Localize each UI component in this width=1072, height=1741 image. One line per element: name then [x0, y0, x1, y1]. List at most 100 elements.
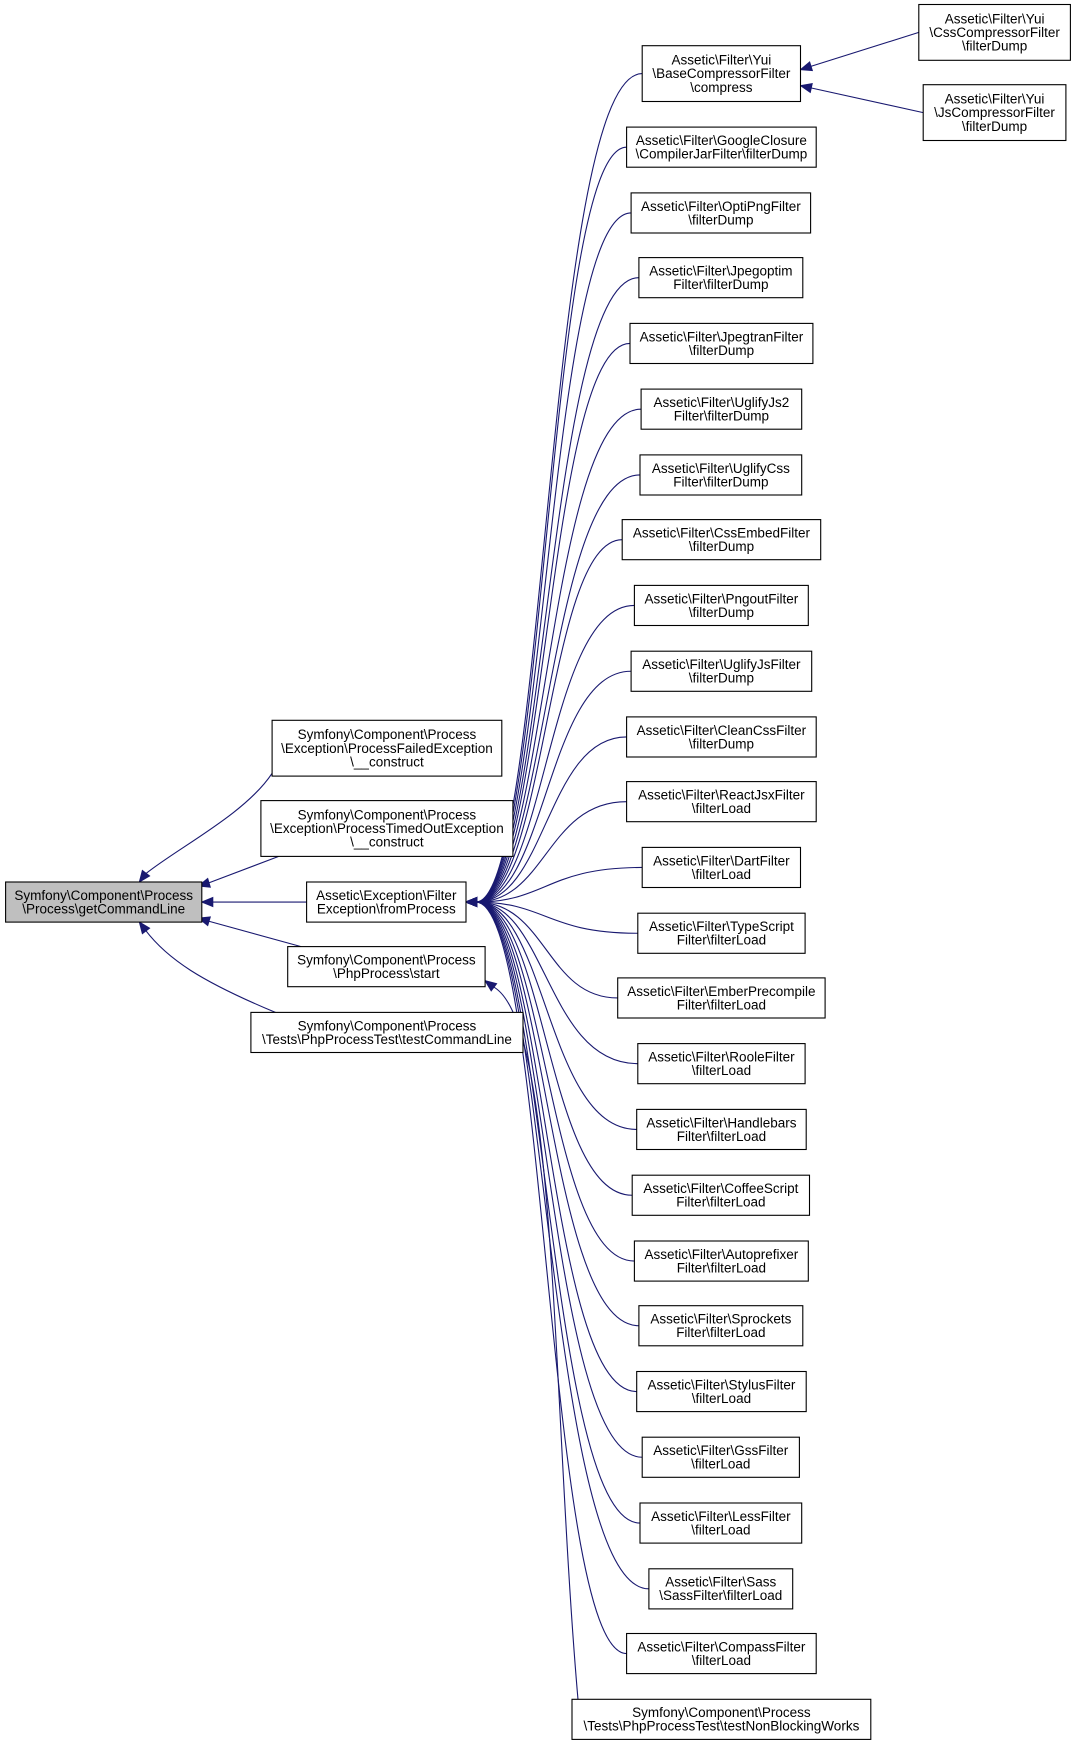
- node-label-line: Filter\filterLoad: [676, 1325, 765, 1340]
- node-opti[interactable]: Assetic\Filter\OptiPngFilter\filterDump: [630, 192, 812, 234]
- node-box: [621, 519, 822, 561]
- node-pfe[interactable]: Symfony\Component\Process\Exception\Proc…: [271, 719, 503, 777]
- node-tcl[interactable]: Symfony\Component\Process\Tests\PhpProce…: [250, 1011, 524, 1054]
- node-label-line: \filterDump: [689, 343, 754, 358]
- node-label-line: Symfony\Component\Process: [14, 888, 193, 903]
- node-gss[interactable]: Assetic\Filter\GssFilter\filterLoad: [641, 1436, 800, 1478]
- node-label-line: \filterDump: [962, 39, 1027, 54]
- node-ycss[interactable]: Assetic\Filter\Yui\CssCompressorFilter\f…: [918, 3, 1071, 61]
- node-root[interactable]: Symfony\Component\Process\Process\getCom…: [5, 881, 203, 923]
- node-label-line: \__construct: [350, 754, 424, 769]
- node-label-line: Assetic\Filter\DartFilter: [653, 853, 790, 868]
- edge-nbw-to-pps: [484, 979, 579, 1700]
- node-label-line: Assetic\Filter\CoffeeScript: [643, 1181, 798, 1196]
- node-label-line: Assetic\Filter\Yui: [945, 92, 1045, 107]
- edge-ycss-to-yui: [799, 31, 919, 72]
- arrowhead: [484, 979, 498, 992]
- node-ts[interactable]: Assetic\Filter\TypeScriptFilter\filterLo…: [637, 912, 806, 954]
- node-sty[interactable]: Assetic\Filter\StylusFilter\filterLoad: [636, 1370, 807, 1413]
- node-dart[interactable]: Assetic\Filter\DartFilter\filterLoad: [641, 846, 802, 889]
- node-label-line: \filterLoad: [692, 1653, 751, 1668]
- node-emb[interactable]: Assetic\Filter\EmberPrecompileFilter\fil…: [617, 977, 826, 1019]
- arrowhead: [138, 869, 151, 884]
- node-less[interactable]: Assetic\Filter\LessFilter\filterLoad: [639, 1502, 803, 1544]
- node-cmp[interactable]: Assetic\Filter\CompassFilter\filterLoad: [626, 1632, 817, 1675]
- node-png[interactable]: Assetic\Filter\PngoutFilter\filterDump: [633, 584, 809, 627]
- node-sass[interactable]: Assetic\Filter\Sass\SassFilter\filterLoa…: [648, 1568, 794, 1610]
- node-label-line: Assetic\Filter\CompassFilter: [637, 1639, 806, 1654]
- node-yjs[interactable]: Assetic\Filter\Yui\JsCompressorFilter\fi…: [922, 84, 1067, 142]
- arrowhead: [200, 896, 214, 908]
- node-label-line: Assetic\Filter\Yui: [671, 53, 771, 68]
- node-ugj[interactable]: Assetic\Filter\UglifyJsFilter\filterDump: [630, 650, 813, 692]
- node-rjx[interactable]: Assetic\Filter\ReactJsxFilter\filterLoad: [626, 781, 817, 823]
- node-ug2[interactable]: Assetic\Filter\UglifyJs2Filter\filterDum…: [640, 388, 803, 430]
- node-label-line: \PhpProcess\start: [333, 966, 440, 981]
- node-label-line: Filter\filterLoad: [677, 933, 766, 948]
- node-box: [306, 881, 467, 923]
- node-fe[interactable]: Assetic\Exception\FilterException\fromPr…: [306, 881, 467, 923]
- node-label-line: \filterDump: [689, 539, 754, 554]
- node-box: [626, 1632, 817, 1675]
- node-label-line: Assetic\Filter\OptiPngFilter: [641, 199, 801, 214]
- node-nbw[interactable]: Symfony\Component\Process\Tests\PhpProce…: [571, 1698, 872, 1740]
- node-label-line: Assetic\Filter\GssFilter: [653, 1443, 789, 1458]
- node-spr[interactable]: Assetic\Filter\SprocketsFilter\filterLoa…: [638, 1305, 804, 1347]
- node-box: [271, 719, 503, 777]
- node-box: [629, 322, 814, 365]
- node-pte[interactable]: Symfony\Component\Process\Exception\Proc…: [260, 800, 514, 857]
- node-label-line: \compress: [690, 80, 753, 95]
- edge-yjs-to-yui: [799, 82, 924, 114]
- node-label-line: Filter\filterLoad: [677, 1129, 766, 1144]
- node-jpt[interactable]: Assetic\Filter\JpegtranFilter\filterDump: [629, 322, 814, 365]
- node-box: [626, 781, 817, 823]
- node-ccf[interactable]: Assetic\Filter\CleanCssFilter\filterDump: [626, 716, 817, 758]
- node-apf[interactable]: Assetic\Filter\AutoprefixerFilter\filter…: [633, 1240, 809, 1282]
- node-label-line: Assetic\Filter\EmberPrecompile: [627, 984, 815, 999]
- node-jpo[interactable]: Assetic\Filter\JpegoptimFilter\filterDum…: [638, 257, 804, 299]
- node-pps[interactable]: Symfony\Component\Process\PhpProcess\sta…: [287, 946, 486, 988]
- node-box: [633, 584, 809, 627]
- node-label-line: Assetic\Filter\CleanCssFilter: [637, 723, 807, 738]
- node-box: [631, 1174, 811, 1216]
- node-label-line: Assetic\Filter\JpegtranFilter: [640, 329, 804, 344]
- node-label-line: Assetic\Filter\StylusFilter: [648, 1377, 796, 1392]
- arrowhead: [799, 61, 814, 72]
- node-hb[interactable]: Assetic\Filter\HandlebarsFilter\filterLo…: [636, 1108, 807, 1151]
- arrowhead: [138, 921, 151, 935]
- node-cse[interactable]: Assetic\Filter\CssEmbedFilter\filterDump: [621, 519, 822, 561]
- node-label-line: \filterLoad: [692, 1063, 751, 1078]
- node-label-line: \filterDump: [688, 212, 753, 227]
- node-label-line: \Exception\ProcessTimedOutException: [270, 821, 504, 836]
- node-label-line: Assetic\Filter\PngoutFilter: [644, 591, 798, 606]
- edge-tcl-to-root: [138, 921, 276, 1013]
- node-label-line: Assetic\Filter\RooleFilter: [648, 1049, 795, 1064]
- node-box: [637, 912, 806, 954]
- node-label-line: Symfony\Component\Process: [298, 727, 477, 742]
- node-label-line: Symfony\Component\Process: [297, 953, 476, 968]
- node-label-line: \filterDump: [689, 671, 754, 686]
- node-label-line: Filter\filterLoad: [677, 997, 766, 1012]
- node-label-line: \filterLoad: [692, 1391, 751, 1406]
- node-label-line: \Process\getCommandLine: [22, 902, 185, 917]
- node-cof[interactable]: Assetic\Filter\CoffeeScriptFilter\filter…: [631, 1174, 811, 1216]
- node-label-line: Assetic\Filter\UglifyJsFilter: [642, 657, 801, 672]
- node-box: [641, 1436, 800, 1478]
- node-label-line: Assetic\Filter\LessFilter: [651, 1509, 791, 1524]
- node-label-line: \filterDump: [689, 736, 754, 751]
- node-label-line: \Tests\PhpProcessTest\testNonBlockingWor…: [583, 1719, 859, 1734]
- arrowhead: [464, 896, 478, 908]
- node-label-line: \JsCompressorFilter: [934, 105, 1055, 120]
- node-label-line: \Exception\ProcessFailedException: [281, 741, 493, 756]
- edge-fe-to-root: [200, 896, 307, 908]
- node-yui[interactable]: Assetic\Filter\Yui\BaseCompressorFilter\…: [641, 45, 802, 103]
- node-gcc[interactable]: Assetic\Filter\GoogleClosure\CompilerJar…: [626, 126, 817, 168]
- node-label-line: Filter\filterDump: [674, 409, 769, 424]
- node-label-line: \filterLoad: [692, 801, 751, 816]
- node-label-line: Exception\fromProcess: [317, 902, 456, 917]
- node-box: [571, 1698, 872, 1740]
- node-ugc[interactable]: Assetic\Filter\UglifyCssFilter\filterDum…: [639, 454, 803, 496]
- node-roole[interactable]: Assetic\Filter\RooleFilter\filterLoad: [637, 1043, 806, 1085]
- node-box: [639, 1502, 803, 1544]
